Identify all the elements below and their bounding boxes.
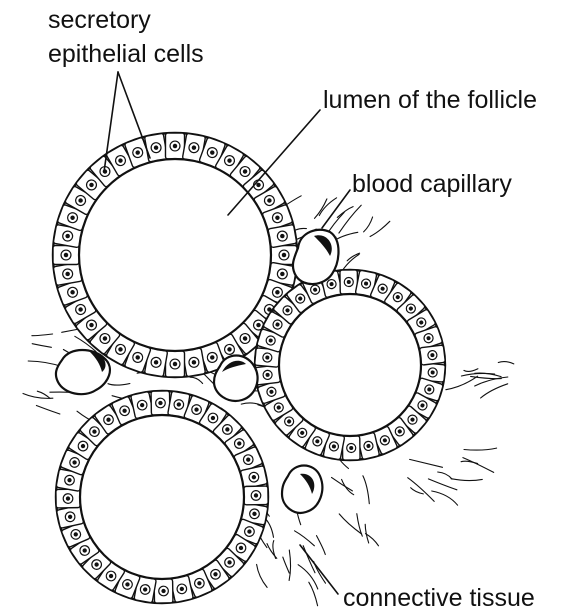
epithelial-cell xyxy=(170,575,193,602)
connective-fiber xyxy=(461,461,478,463)
label-connective-tissue: connective tissue xyxy=(343,584,535,611)
fiber-cluster xyxy=(446,362,514,398)
connective-fiber xyxy=(315,199,327,219)
label-secretory-line1: secretory xyxy=(48,6,151,34)
connective-fiber xyxy=(36,406,60,415)
follicle-lumen xyxy=(79,159,271,351)
connective-fiber xyxy=(364,217,373,232)
connective-fiber xyxy=(295,531,315,546)
epithelial-cell xyxy=(340,270,358,294)
epithelial-cell xyxy=(165,351,184,377)
connective-fiber xyxy=(257,564,268,587)
epithelial-cell xyxy=(131,391,154,418)
epithelial-cell xyxy=(268,224,297,247)
connective-fiber xyxy=(410,459,443,467)
label-secretory-line2: epithelial cells xyxy=(48,40,204,68)
connective-fiber xyxy=(32,344,51,348)
nucleus-center xyxy=(173,144,177,148)
connective-fiber xyxy=(408,478,435,502)
epithelial-cell xyxy=(165,133,184,159)
epithelial-cell xyxy=(53,245,79,264)
capillary-left xyxy=(56,350,110,394)
connective-fiber xyxy=(283,557,290,573)
connective-fiber xyxy=(32,334,53,336)
connective-fiber xyxy=(273,541,276,559)
epithelial-cell xyxy=(154,579,173,603)
connective-fiber xyxy=(464,369,478,372)
follicle-right xyxy=(255,270,446,460)
nucleus-center xyxy=(282,253,286,257)
connective-fiber xyxy=(317,536,326,555)
connective-fiber xyxy=(289,550,290,581)
connective-fiber xyxy=(451,479,482,481)
connective-fiber xyxy=(363,476,369,504)
connective-fiber xyxy=(428,479,457,490)
leader-connective xyxy=(300,545,338,594)
epithelial-cell xyxy=(419,345,445,365)
connective-fiber xyxy=(464,448,497,450)
fiber-cluster xyxy=(257,536,326,606)
connective-fiber xyxy=(342,479,354,494)
nucleus-center xyxy=(173,362,177,366)
nucleus-center xyxy=(64,253,68,257)
connective-fiber xyxy=(475,373,501,377)
epithelial-cell xyxy=(342,436,360,460)
connective-fiber xyxy=(347,253,359,261)
epithelial-cell xyxy=(240,466,267,489)
epithelial-cell xyxy=(151,391,170,415)
connective-fiber xyxy=(498,362,514,364)
connective-fiber xyxy=(298,565,318,589)
follicle-lumen xyxy=(279,294,421,436)
follicle-lumen xyxy=(80,415,244,579)
connective-fiber xyxy=(463,458,494,473)
epithelial-cell xyxy=(144,133,167,162)
epithelial-cell xyxy=(53,262,82,285)
connective-fiber xyxy=(438,472,452,479)
connective-fiber xyxy=(370,221,390,236)
connective-fiber xyxy=(303,546,315,573)
connective-fiber xyxy=(481,384,508,398)
epithelial-cell xyxy=(182,348,205,377)
fiber-cluster xyxy=(408,448,497,505)
connective-fiber xyxy=(108,384,130,386)
connective-fiber xyxy=(190,377,203,383)
label-blood-capillary: blood capillary xyxy=(352,170,512,198)
capillary-wall xyxy=(282,466,322,513)
follicle-lower-left xyxy=(56,391,268,603)
connective-fiber xyxy=(339,205,361,233)
epithelial-cell xyxy=(56,489,80,508)
epithelial-cell xyxy=(56,505,83,528)
label-lumen: lumen of the follicle xyxy=(323,86,537,114)
connective-fiber xyxy=(432,491,458,505)
capillary-lower xyxy=(282,466,322,513)
connective-fiber xyxy=(337,207,353,218)
epithelial-cell xyxy=(244,486,268,505)
connective-fiber xyxy=(446,376,478,390)
